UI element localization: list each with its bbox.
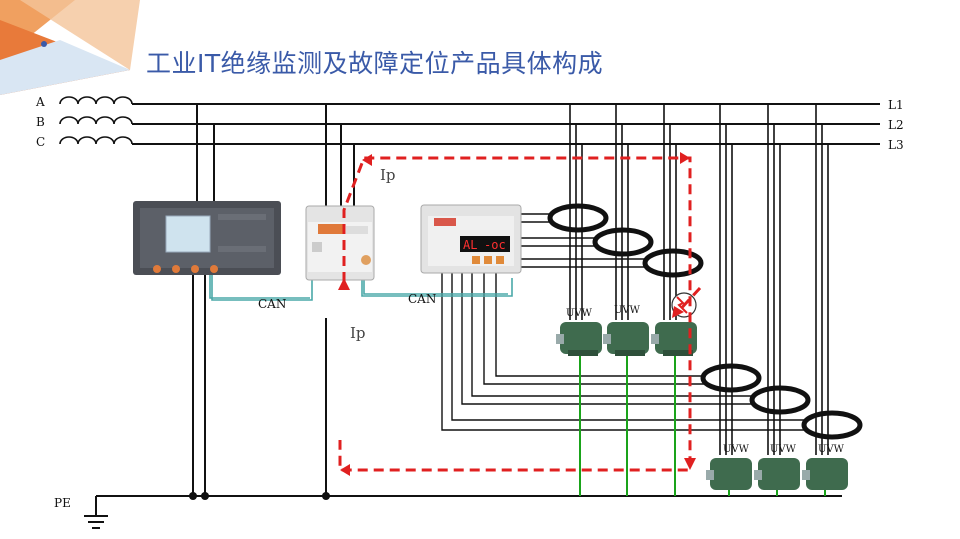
line-l2-label: L2: [888, 118, 904, 132]
insulation-monitor-device: [133, 201, 281, 275]
can-label-1: CAN: [258, 297, 286, 311]
motor-6-label: UVW: [818, 444, 845, 455]
can-bus-lines: [209, 275, 513, 301]
motor-4-label: UVW: [723, 444, 750, 455]
motor-2-label: UVW: [614, 305, 641, 316]
can-label-2: CAN: [408, 292, 436, 306]
ct-ring-6: [801, 410, 863, 440]
line-l3-label: L3: [888, 138, 904, 152]
ground-icon: [84, 515, 108, 529]
ct-ring-1: [547, 203, 609, 233]
motor-3-faulty: [651, 322, 697, 356]
corner-decoration: [0, 0, 140, 95]
ip-label-2: Ip: [350, 324, 366, 342]
display-left: AL: [463, 238, 477, 252]
motor-5: [754, 458, 800, 490]
device-drops: [192, 104, 355, 496]
ct-ring-4: [700, 363, 762, 393]
motor-2: [603, 322, 649, 356]
fault-current-path: [338, 156, 702, 472]
phase-b-label: B: [36, 115, 45, 129]
fault-location-alarm-module: AL -oc: [420, 204, 522, 274]
display-right: -oc: [484, 238, 506, 252]
line-l1-label: L1: [888, 98, 904, 112]
ct-ring-2: [592, 227, 654, 257]
motor-feeders-row1: [569, 104, 677, 320]
ct-ring-5: [749, 385, 811, 415]
fault-injector-module: [305, 205, 375, 281]
motor-1: [556, 322, 602, 356]
motor-6: [802, 458, 848, 490]
page-title: 工业IT绝缘监测及故障定位产品具体构成: [146, 49, 604, 78]
motor-5-label: UVW: [770, 444, 797, 455]
ct-signal-lines: [441, 213, 808, 431]
ct-ring-3: [642, 248, 704, 278]
current-transformers: [547, 203, 863, 440]
ip-label-1: Ip: [380, 166, 396, 184]
motor-feeders-row2: [719, 104, 829, 455]
phase-a-label: A: [35, 95, 45, 109]
motor-4: [706, 458, 752, 490]
phase-c-label: C: [36, 135, 45, 149]
transformer-coils-icon: [59, 96, 133, 145]
bus-lines: [132, 103, 880, 145]
motor-1-label: UVW: [566, 308, 593, 319]
pe-label: PE: [54, 496, 71, 510]
motor-ground-wires: [579, 355, 826, 496]
